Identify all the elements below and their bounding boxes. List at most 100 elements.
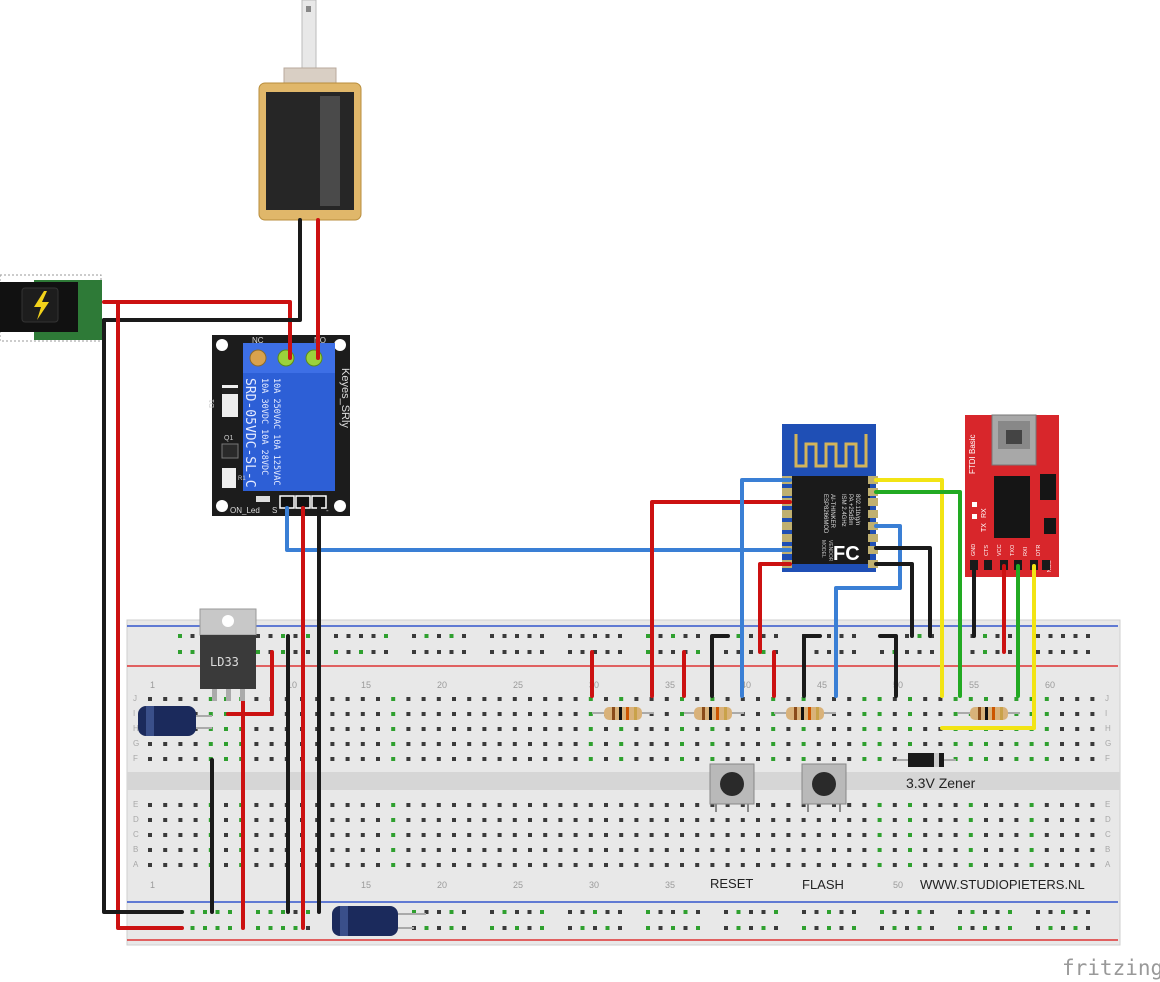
resistor-band — [619, 707, 622, 720]
breadboard-hole — [832, 757, 836, 761]
breadboard-hole — [970, 910, 975, 914]
breadboard-hole — [664, 697, 669, 701]
row-letter: C — [133, 830, 139, 839]
breadboard-hole — [345, 697, 350, 701]
breadboard-hole — [1075, 863, 1080, 867]
breadboard-hole — [671, 926, 675, 930]
breadboard-hole — [664, 757, 669, 761]
breadboard-hole — [512, 712, 517, 716]
breadboard-hole — [892, 712, 897, 716]
breadboard-hole — [749, 634, 753, 638]
breadboard-hole — [696, 650, 700, 654]
breadboard-hole — [512, 818, 517, 822]
breadboard-hole — [1090, 818, 1095, 822]
breadboard-hole — [437, 926, 441, 930]
breadboard-hole — [512, 727, 517, 731]
breadboard-hole — [528, 757, 532, 761]
col-number-top: 40 — [741, 680, 751, 690]
breadboard-hole — [330, 697, 335, 701]
breadboard-hole — [1075, 833, 1080, 837]
breadboard-hole — [558, 697, 563, 701]
breadboard-hole — [771, 727, 776, 731]
breadboard-hole — [938, 833, 943, 837]
breadboard-hole — [740, 697, 745, 701]
breadboard-hole — [710, 697, 715, 701]
breadboard-hole — [345, 863, 350, 867]
breadboard-hole — [786, 757, 791, 761]
breadboard-hole — [1014, 848, 1019, 852]
breadboard-hole — [148, 818, 152, 822]
breadboard-hole — [178, 818, 183, 822]
breadboard-hole — [163, 803, 168, 807]
terminal-screw — [249, 349, 267, 367]
breadboard-hole — [938, 818, 943, 822]
breadboard-hole — [984, 833, 988, 837]
breadboard-hole — [360, 833, 365, 837]
breadboard-hole — [515, 634, 519, 638]
flash-button[interactable] — [801, 763, 847, 812]
breadboard-hole — [877, 757, 882, 761]
breadboard-hole — [862, 712, 867, 716]
breadboard-hole — [761, 650, 766, 654]
breadboard-hole — [193, 833, 198, 837]
breadboard-hole — [467, 848, 472, 852]
breadboard-hole — [827, 910, 831, 914]
breadboard-hole — [360, 803, 365, 807]
breadboard-hole — [761, 910, 766, 914]
breadboard-hole — [1008, 634, 1012, 638]
breadboard-hole — [938, 712, 943, 716]
esp-label-4: PA +25dBm — [847, 494, 853, 525]
breadboard-hole — [497, 803, 502, 807]
breadboard-hole — [1090, 727, 1095, 731]
breadboard-hole — [827, 650, 831, 654]
row-letter: G — [133, 739, 139, 748]
breadboard-hole — [148, 742, 152, 746]
row-letter: A — [1105, 860, 1111, 869]
breadboard-hole — [268, 926, 273, 930]
breadboard-hole — [391, 818, 396, 822]
breadboard-hole — [1029, 818, 1034, 822]
breadboard-hole — [1060, 803, 1064, 807]
col-number-bottom: 25 — [513, 880, 523, 890]
breadboard-hole — [178, 803, 183, 807]
breadboard-hole — [801, 757, 806, 761]
wire-green-esp-rx — [874, 490, 962, 698]
breadboard-hole — [619, 757, 624, 761]
breadboard-hole — [360, 697, 365, 701]
row-letter: J — [1105, 694, 1109, 703]
breadboard-hole — [658, 634, 663, 638]
breadboard-hole — [801, 727, 806, 731]
esp-pin-left — [782, 510, 792, 518]
button-cap[interactable] — [720, 772, 744, 796]
breadboard-hole — [839, 650, 844, 654]
breadboard-hole — [877, 863, 882, 867]
breadboard-hole — [376, 833, 380, 837]
ftdi-pin — [984, 560, 992, 570]
breadboard-hole — [528, 833, 532, 837]
resistor-band — [992, 707, 995, 720]
flash-label: FLASH — [802, 877, 844, 892]
breadboard-hole — [710, 727, 715, 731]
breadboard-hole — [970, 650, 975, 654]
breadboard-hole — [724, 926, 728, 930]
breadboard-hole — [467, 833, 472, 837]
reset-button[interactable] — [709, 763, 755, 812]
breadboard-hole — [254, 833, 259, 837]
breadboard-hole — [228, 910, 232, 914]
breadboard-hole — [771, 757, 776, 761]
diode-band — [222, 388, 238, 394]
breadboard-hole — [208, 712, 213, 716]
breadboard-hole — [527, 634, 532, 638]
breadboard-hole — [254, 742, 259, 746]
breadboard-hole — [664, 712, 669, 716]
regulator-body — [200, 635, 256, 689]
col-number-bottom: 15 — [361, 880, 371, 890]
button-cap[interactable] — [812, 772, 836, 796]
breadboard-hole — [1044, 712, 1049, 716]
breadboard-hole — [512, 833, 517, 837]
breadboard-hole — [527, 650, 532, 654]
breadboard-hole — [421, 848, 426, 852]
on-led — [256, 496, 270, 502]
breadboard-hole — [877, 833, 882, 837]
row-letter: H — [1105, 724, 1111, 733]
